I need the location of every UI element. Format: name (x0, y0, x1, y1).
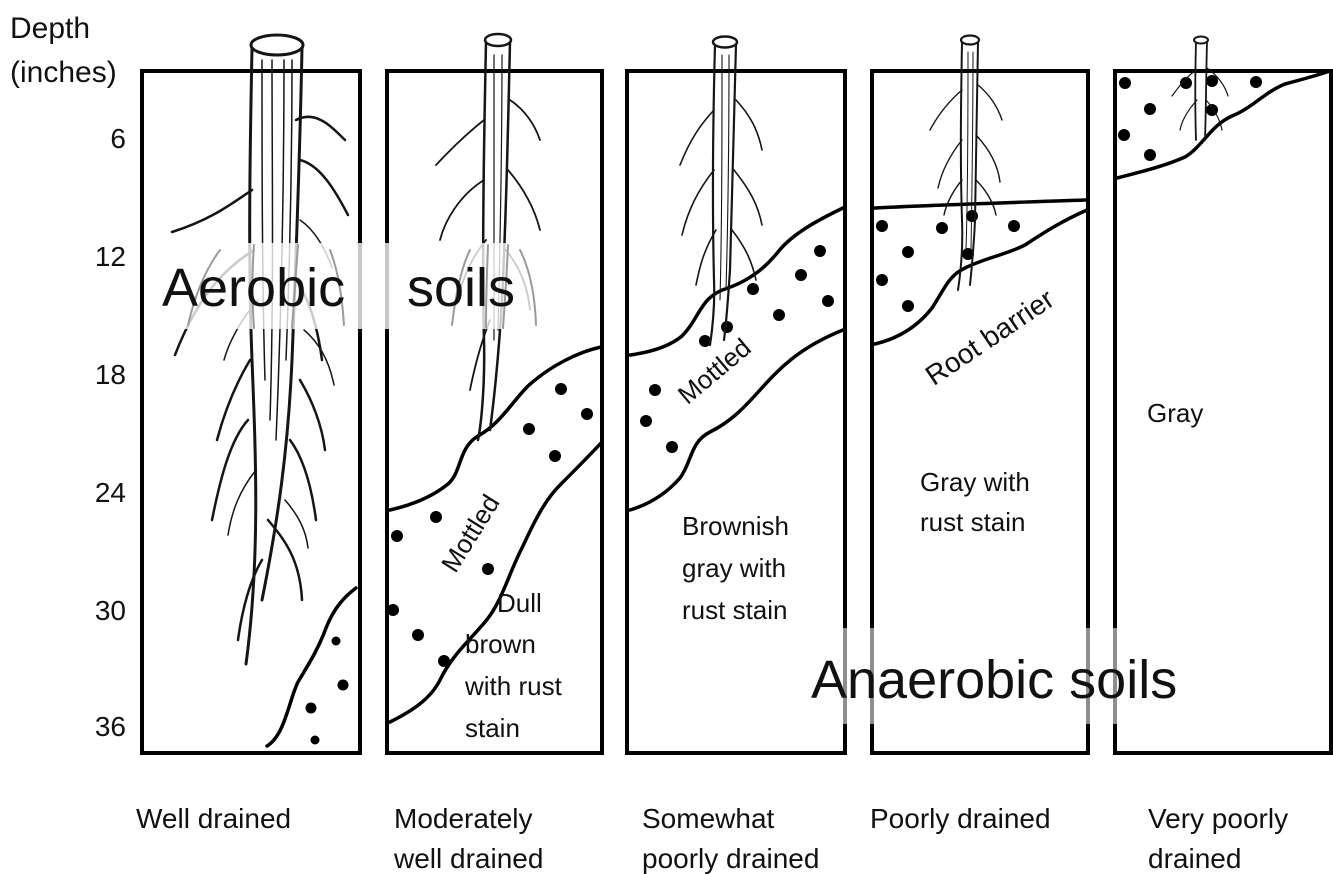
mottle-dot (1118, 129, 1130, 141)
dull-brown-label-line2: brown (465, 629, 536, 659)
column-label-somewhat-line2: poorly drained (642, 843, 819, 874)
mottle-dot (581, 408, 593, 420)
dull-brown-label-line1: Dull (497, 588, 542, 618)
depth-axis: Depth (inches) 6 12 18 24 30 36 (10, 12, 126, 742)
mottle-dot (482, 563, 494, 575)
mottle-dot (523, 423, 535, 435)
gray-rust-label-line2: rust stain (920, 507, 1026, 537)
anaerobic-label: Anaerobic soils (811, 650, 1177, 710)
brownish-gray-label-line3: rust stain (682, 595, 788, 625)
mottle-dot (311, 736, 320, 745)
mottle-dot (876, 274, 888, 286)
mottle-dot (936, 222, 948, 234)
mottle-dot (795, 269, 807, 281)
mottle-dot (814, 245, 826, 257)
mottle-dot (438, 655, 450, 667)
anaerobic-overlay: Anaerobic soils (810, 628, 1235, 724)
aerobic-label-word1: Aerobic (162, 258, 345, 318)
mottle-dot (1144, 103, 1156, 115)
mottle-dot (649, 384, 661, 396)
column-label-somewhat-line1: Somewhat (642, 803, 775, 834)
depth-tick-24: 24 (95, 477, 126, 508)
column-label-very-poorly-line1: Very poorly (1148, 803, 1288, 834)
gray-label: Gray (1147, 398, 1203, 428)
mottle-dot (773, 309, 785, 321)
mottle-dot (1119, 77, 1131, 89)
mottle-dot (1250, 76, 1262, 88)
aerobic-overlay: Aerobic soils (160, 243, 560, 329)
column-label-very-poorly-line2: drained (1148, 843, 1241, 874)
column-label-moderately-line1: Moderately (394, 803, 533, 834)
depth-axis-unit: (inches) (10, 56, 117, 89)
mottle-dot (338, 680, 349, 691)
mottle-dot (876, 220, 888, 232)
depth-tick-6: 6 (110, 123, 126, 154)
depth-axis-title: Depth (10, 12, 90, 45)
mottle-dot (549, 450, 561, 462)
depth-tick-30: 30 (95, 595, 126, 626)
mottle-dot (387, 604, 399, 616)
column-label-moderately-line2: well drained (393, 843, 543, 874)
depth-tick-36: 36 (95, 711, 126, 742)
column-label-poorly-drained: Poorly drained (870, 803, 1051, 834)
mottle-dot (822, 295, 834, 307)
mottle-dot (1008, 220, 1020, 232)
brownish-gray-label-line2: gray with (682, 553, 786, 583)
drainage-class-labels: Well drained Moderately well drained Som… (136, 803, 1288, 874)
mottle-dot (640, 415, 652, 427)
brownish-gray-label-line1: Brownish (682, 511, 789, 541)
mottle-dot (902, 246, 914, 258)
aerobic-label-word2: soils (407, 258, 515, 318)
mottle-dot (430, 511, 442, 523)
mottle-dot (306, 703, 317, 714)
mottle-dot (391, 530, 403, 542)
depth-tick-12: 12 (95, 241, 126, 272)
mottle-dot (902, 300, 914, 312)
mottle-dot (332, 637, 341, 646)
dull-brown-label-line3: with rust (464, 671, 563, 701)
mottle-dot (555, 383, 567, 395)
gray-rust-label-line1: Gray with (920, 467, 1030, 497)
column-label-well-drained: Well drained (136, 803, 291, 834)
mottle-dot (747, 283, 759, 295)
mottle-dot (666, 441, 678, 453)
depth-tick-18: 18 (95, 359, 126, 390)
mottle-dot (1144, 149, 1156, 161)
mottle-dot (412, 629, 424, 641)
dull-brown-label-line4: stain (465, 713, 520, 743)
